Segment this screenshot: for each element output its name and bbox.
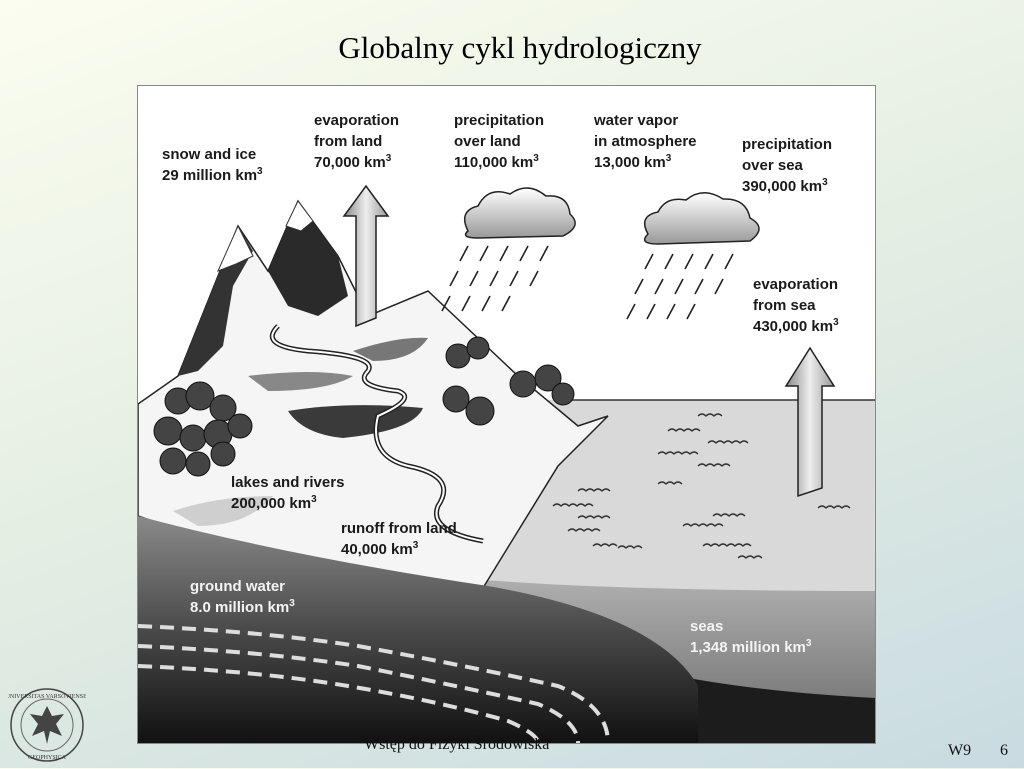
rain-over-land bbox=[441, 245, 549, 312]
label-evaporation-from-land: evaporation from land 70,000 km3 bbox=[314, 112, 400, 171]
label-evaporation-from-sea: evaporation from sea 430,000 km3 bbox=[753, 276, 839, 335]
svg-text:UNIVERSITAS VARSOVIENSIS: UNIVERSITAS VARSOVIENSIS bbox=[8, 694, 86, 700]
university-seal-icon: UNIVERSITAS VARSOVIENSIS GEOPHYSICA bbox=[6, 686, 88, 764]
label-precipitation-over-sea: precipitation over sea 390,000 km3 bbox=[742, 136, 833, 195]
snow-cap-right bbox=[285, 200, 314, 232]
label-lakes-and-rivers: lakes and rivers 200,000 km3 bbox=[231, 474, 345, 512]
label-snow-and-ice: snow and ice 29 million km3 bbox=[162, 146, 263, 184]
tree-cluster-left bbox=[153, 381, 253, 477]
slide-footer: Wstęp do Fizyki Środowiska W9 6 bbox=[0, 734, 1024, 768]
lake-runoff-shadow bbox=[173, 496, 273, 526]
label-precipitation-over-land: precipitation over land 110,000 km3 bbox=[454, 112, 545, 171]
rain-over-sea bbox=[626, 253, 734, 320]
label-runoff-from-land: runoff from land 40,000 km3 bbox=[341, 520, 457, 558]
label-seas: seas 1,348 million km3 bbox=[690, 618, 812, 656]
footer-course-title: Wstęp do Fizyki Środowiska bbox=[364, 736, 550, 753]
tree-cluster-right bbox=[442, 336, 575, 426]
evaporation-sea-arrow bbox=[784, 346, 836, 498]
mountain-shade-right bbox=[268, 201, 348, 316]
evaporation-land-arrow bbox=[342, 184, 390, 328]
slide-title: Globalny cykl hydrologiczny bbox=[338, 30, 702, 65]
footer-lecture-code: W9 bbox=[948, 742, 972, 759]
lake-upper bbox=[353, 337, 428, 361]
ground-water-strata bbox=[138, 624, 610, 743]
footer-page-number: 6 bbox=[1000, 742, 1008, 759]
label-water-vapor: water vapor in atmosphere 13,000 km3 bbox=[594, 112, 697, 171]
lake-middle bbox=[248, 372, 353, 391]
svg-text:GEOPHYSICA: GEOPHYSICA bbox=[28, 755, 67, 761]
label-ground-water: ground water 8.0 million km3 bbox=[190, 578, 295, 616]
hydrologic-cycle-diagram: snow and ice 29 million km3 evaporation … bbox=[137, 85, 876, 744]
cloud-over-sea bbox=[643, 192, 760, 245]
snow-cap-left bbox=[217, 224, 254, 272]
sea-waves bbox=[552, 413, 851, 559]
cloud-over-land bbox=[463, 187, 576, 239]
diagram-artwork bbox=[138, 184, 875, 743]
